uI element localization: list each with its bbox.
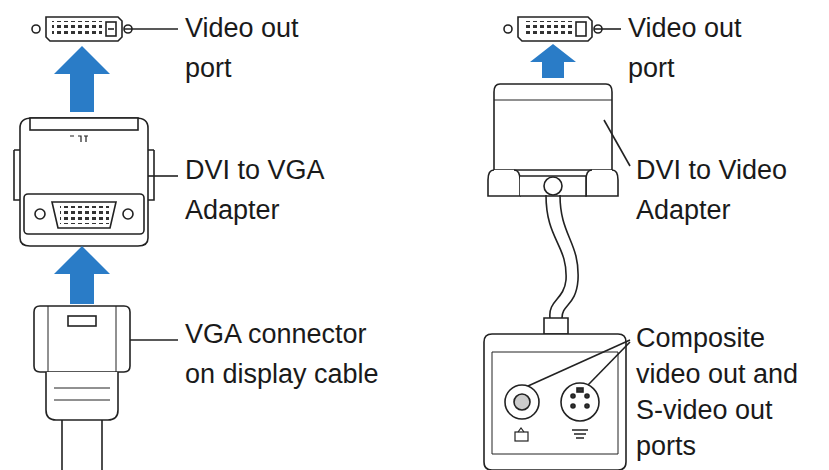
leader-line (594, 28, 621, 30)
insert-arrow (54, 246, 110, 304)
insert-arrow (54, 46, 110, 112)
vga-connector (34, 306, 130, 470)
leader-line (588, 342, 630, 385)
video-adapter (484, 84, 626, 470)
leader-line (528, 340, 630, 386)
leader-line (148, 175, 178, 177)
dvi-port (504, 17, 602, 41)
part-label: DVI to Video Adapter (636, 150, 821, 230)
dvi-port (32, 17, 132, 41)
leader-line (124, 28, 178, 30)
part-label: Video out port (628, 8, 778, 88)
insert-arrow (530, 44, 576, 78)
part-label: VGA connector on display cable (185, 314, 400, 394)
vga-adapter (14, 118, 154, 246)
part-label: Composite video out and S-video out port… (636, 320, 801, 464)
leader-line (604, 120, 630, 166)
leader-line (130, 339, 178, 341)
part-label: DVI to VGA Adapter (185, 150, 360, 230)
part-label: Video out port (185, 8, 335, 88)
